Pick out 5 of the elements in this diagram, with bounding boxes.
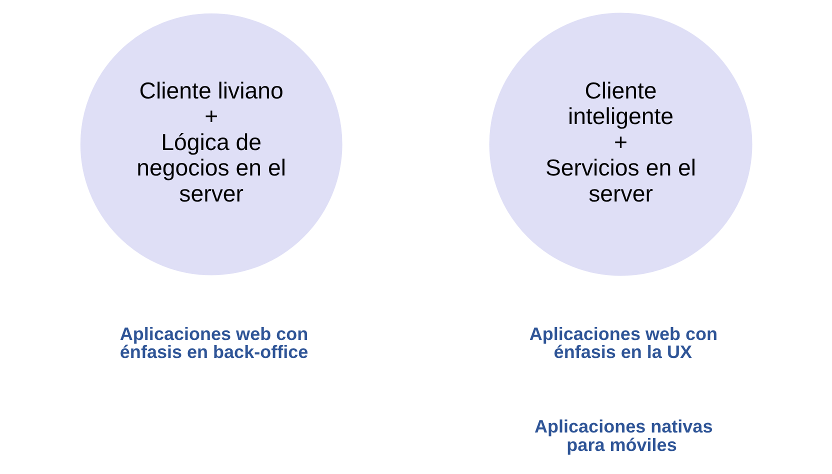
node-label: Aplicaciones web con énfasis en la UX [528,324,718,362]
node-label: Aplicaciones nativas para móviles [534,416,712,455]
node-circle: Cliente inteligente + Servicios en el server [488,12,752,276]
node-circle: Cliente liviano + Lógica de negocios en el server [80,13,342,276]
node-label: Aplicaciones web con énfasis en back-office [119,324,308,362]
